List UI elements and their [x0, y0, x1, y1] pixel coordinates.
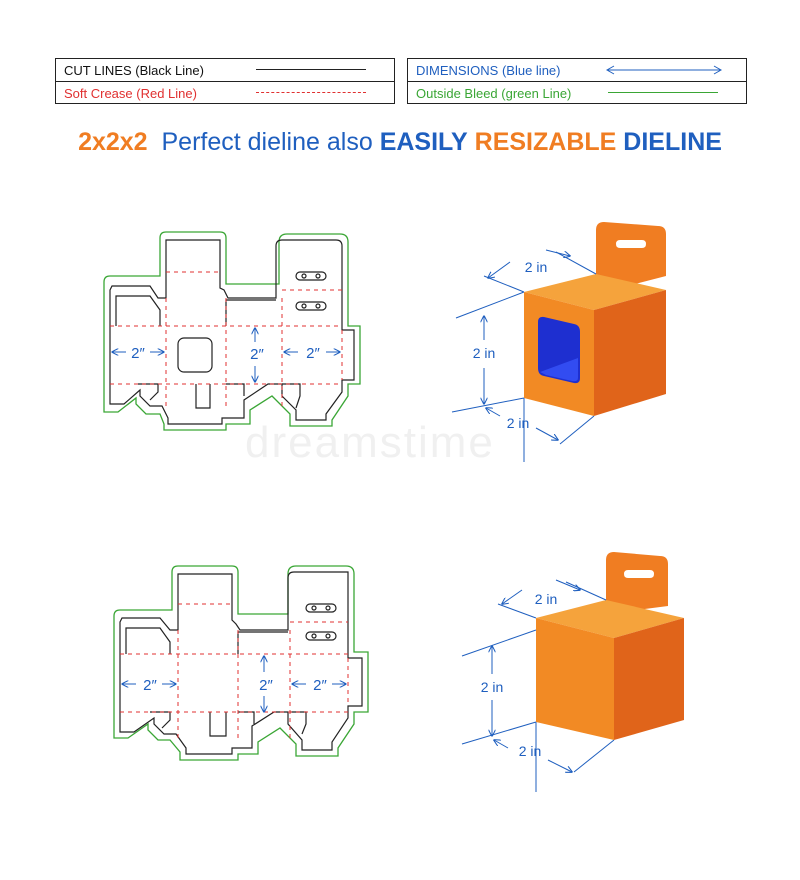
flat1-width-label: 2″ — [131, 345, 145, 362]
box2-bottom-label: 2 in — [519, 743, 542, 759]
box2-top — [536, 600, 684, 638]
hang-tab-hole-1 — [616, 240, 646, 248]
flat2-width-label: 2″ — [143, 677, 157, 694]
hang-tab-2 — [606, 552, 668, 614]
hang-tab-hole-2 — [624, 570, 654, 578]
legend-right: DIMENSIONS (Blue line) Outside Bleed (gr… — [407, 58, 747, 104]
legend-cut-sample — [256, 69, 366, 70]
bleed-outline-2 — [113, 565, 369, 761]
box-3d-2: 2 in 2 in 2 in — [461, 552, 684, 792]
cut-lines-1 — [109, 239, 355, 425]
title-size: 2x2x2 — [78, 128, 148, 156]
title-easily: EASILY — [379, 128, 468, 156]
legend-left: CUT LINES (Black Line) Soft Crease (Red … — [55, 58, 395, 104]
box2-side — [614, 618, 684, 740]
legend-row-bleed: Outside Bleed (green Line) — [408, 81, 746, 104]
flat2-depth-label: 2″ — [313, 677, 327, 694]
dimensions-flat-2 — [122, 656, 346, 712]
watermark: dreamstime — [245, 418, 495, 467]
dimensions-box-2 — [461, 579, 615, 792]
crease-lines-1 — [110, 271, 343, 410]
legend-bleed-sample — [608, 92, 718, 93]
legend-row-dimensions: DIMENSIONS (Blue line) — [408, 59, 746, 81]
hang-tab-1 — [596, 222, 666, 294]
legend-crease-label: Soft Crease (Red Line) — [64, 85, 197, 101]
legend-cut-label: CUT LINES (Black Line) — [64, 62, 204, 78]
dimensions-box-1 — [451, 249, 597, 462]
box1-side-label: 2 in — [473, 345, 496, 361]
box1-top — [524, 274, 666, 310]
legend-row-crease: Soft Crease (Red Line) — [56, 81, 394, 104]
cut-lines-2 — [119, 571, 363, 755]
box1-top-label: 2 in — [525, 259, 548, 275]
crease-lines-2 — [120, 603, 349, 740]
box-3d-1: 2 in 2 in 2 in — [451, 222, 666, 462]
flat2-height-label: 2″ — [259, 677, 273, 694]
flat-dieline-2: 2″ 2″ 2″ — [113, 565, 369, 761]
title-resizable: RESIZABLE — [474, 128, 617, 156]
legend-bleed-label: Outside Bleed (green Line) — [416, 85, 572, 101]
box1-bottom-label: 2 in — [507, 415, 530, 431]
dimensions-flat-1 — [112, 328, 340, 382]
legend-row-cut: CUT LINES (Black Line) — [56, 59, 394, 81]
bleed-outline-1 — [103, 231, 361, 431]
box1-side — [594, 290, 666, 416]
title-dieline: DIELINE — [623, 128, 722, 156]
flat-dieline-1: 2″ 2″ 2″ — [103, 231, 361, 431]
box2-side-label: 2 in — [481, 679, 504, 695]
flat1-height-label: 2″ — [250, 346, 264, 363]
flat1-depth-label: 2″ — [306, 345, 320, 362]
title-perfect: Perfect dieline also — [161, 128, 373, 156]
box2-front — [536, 618, 614, 740]
legend-crease-sample — [256, 92, 366, 93]
box2-top-label: 2 in — [535, 591, 558, 607]
legend-dimensions-label: DIMENSIONS (Blue line) — [416, 62, 561, 78]
page-title: 2x2x2 Perfect dieline also EASILY RESIZA… — [0, 128, 800, 157]
legend-dimensions-arrow — [605, 65, 723, 75]
